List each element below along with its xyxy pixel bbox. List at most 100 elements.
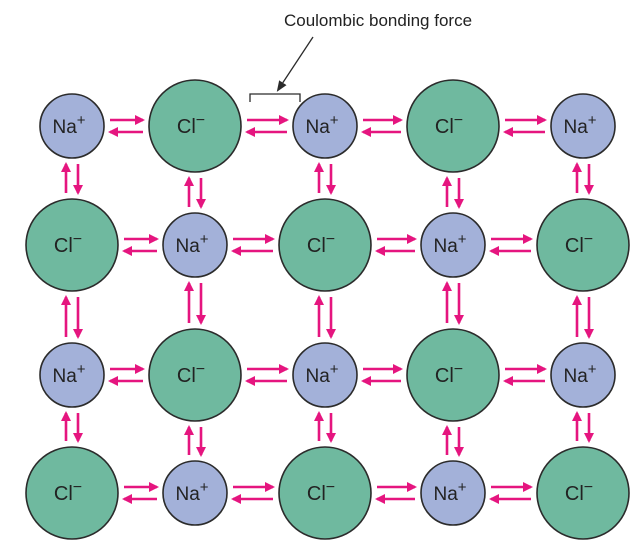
sodium-ion: Na+: [420, 212, 486, 278]
chloride-ion: Cl−: [148, 79, 242, 173]
ion-symbol: Na: [563, 117, 588, 138]
chloride-ion-circle: [536, 198, 630, 292]
ion-label: Cl−: [54, 479, 82, 505]
ion-charge: +: [77, 361, 86, 378]
ion-label: Na+: [52, 112, 85, 138]
ion-charge: −: [584, 231, 593, 248]
bonding-force-arrows: [61, 115, 594, 504]
ion-label: Cl−: [54, 231, 82, 257]
ion-charge: −: [454, 112, 463, 129]
ion-symbol: Na: [175, 236, 200, 257]
chloride-ion-circle: [148, 328, 242, 422]
ion-label: Cl−: [307, 479, 335, 505]
sodium-ion: Na+: [550, 93, 616, 159]
ion-symbol: Na: [52, 366, 77, 387]
chloride-ion: Cl−: [278, 198, 372, 292]
chloride-ion-circle: [536, 446, 630, 540]
chloride-ion-circle: [148, 79, 242, 173]
chloride-ion-circle: [406, 79, 500, 173]
ion-charge: −: [584, 479, 593, 496]
sodium-ion-circle: [162, 212, 228, 278]
ion-symbol: Cl: [565, 235, 584, 257]
sodium-ion: Na+: [39, 93, 105, 159]
chloride-ion: Cl−: [278, 446, 372, 540]
sodium-ion-circle: [550, 342, 616, 408]
ion-charge: +: [200, 479, 209, 496]
sodium-ion-circle: [292, 93, 358, 159]
chloride-ion-circle: [278, 198, 372, 292]
ion-charge: −: [326, 231, 335, 248]
sodium-ion: Na+: [39, 342, 105, 408]
callout-bracket: [249, 93, 301, 102]
sodium-ion: Na+: [420, 460, 486, 526]
ion-symbol: Cl: [565, 483, 584, 505]
ion-charge: −: [454, 361, 463, 378]
ion-label: Na+: [52, 361, 85, 387]
ion-label: Na+: [433, 479, 466, 505]
ion-label: Cl−: [435, 361, 463, 387]
ion-label: Na+: [305, 112, 338, 138]
ion-label: Na+: [563, 361, 596, 387]
sodium-ion: Na+: [162, 460, 228, 526]
sodium-ion-circle: [39, 342, 105, 408]
ion-symbol: Cl: [307, 483, 326, 505]
chloride-ion: Cl−: [536, 198, 630, 292]
ion-label: Cl−: [177, 112, 205, 138]
ion-charge: +: [77, 112, 86, 129]
ion-label: Na+: [305, 361, 338, 387]
ion-label: Na+: [563, 112, 596, 138]
callout-label: Coulombic bonding force: [284, 11, 472, 30]
chloride-ion-circle: [278, 446, 372, 540]
ion-charge: −: [73, 479, 82, 496]
ion-symbol: Cl: [435, 365, 454, 387]
ion-symbol: Cl: [435, 116, 454, 138]
ion-symbol: Na: [305, 117, 330, 138]
sodium-ion: Na+: [292, 342, 358, 408]
sodium-ion-circle: [39, 93, 105, 159]
sodium-ion: Na+: [550, 342, 616, 408]
ion-charge: +: [330, 112, 339, 129]
ion-symbol: Na: [433, 236, 458, 257]
ion-symbol: Na: [52, 117, 77, 138]
chloride-ion: Cl−: [25, 198, 119, 292]
ion-symbol: Cl: [177, 116, 196, 138]
ion-charge: −: [326, 479, 335, 496]
ion-symbol: Cl: [307, 235, 326, 257]
coulombic-force-callout: Coulombic bonding force: [249, 11, 472, 102]
ion-charge: +: [330, 361, 339, 378]
chloride-ion: Cl−: [406, 328, 500, 422]
ion-label: Cl−: [565, 479, 593, 505]
ion-charge: +: [200, 231, 209, 248]
ion-symbol: Na: [305, 366, 330, 387]
sodium-ion-circle: [162, 460, 228, 526]
ion-symbol: Cl: [54, 483, 73, 505]
chloride-ion: Cl−: [536, 446, 630, 540]
sodium-ion-circle: [420, 460, 486, 526]
ion-charge: −: [196, 361, 205, 378]
ion-label: Cl−: [435, 112, 463, 138]
chloride-ion-circle: [25, 198, 119, 292]
ion-label: Na+: [175, 231, 208, 257]
sodium-ion: Na+: [292, 93, 358, 159]
ion-symbol: Cl: [177, 365, 196, 387]
ion-charge: −: [73, 231, 82, 248]
chloride-ion: Cl−: [148, 328, 242, 422]
ion-charge: +: [458, 231, 467, 248]
ion-charge: −: [196, 112, 205, 129]
ion-symbol: Na: [175, 484, 200, 505]
ion-label: Na+: [433, 231, 466, 257]
ion-symbol: Na: [433, 484, 458, 505]
sodium-ion-circle: [292, 342, 358, 408]
ion-label: Na+: [175, 479, 208, 505]
ion-symbol: Na: [563, 366, 588, 387]
chloride-ion-circle: [25, 446, 119, 540]
ion-symbol: Cl: [54, 235, 73, 257]
ion-charge: +: [458, 479, 467, 496]
sodium-ion-circle: [550, 93, 616, 159]
chloride-ion: Cl−: [406, 79, 500, 173]
ion-charge: +: [588, 361, 597, 378]
ion-lattice: Na+Cl−Na+Cl−Na+Cl−Na+Cl−Na+Cl−Na+Cl−Na+C…: [25, 79, 630, 540]
ion-label: Cl−: [307, 231, 335, 257]
ion-charge: +: [588, 112, 597, 129]
